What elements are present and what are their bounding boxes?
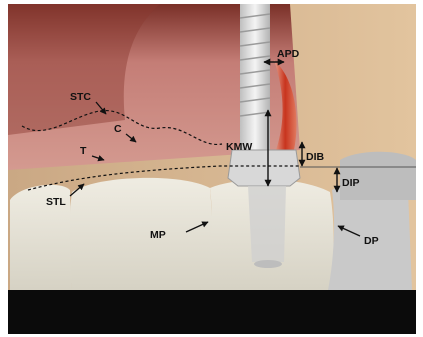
abutment-post xyxy=(248,186,286,262)
distal-tooth-upper xyxy=(340,152,416,200)
central-incisor xyxy=(70,178,212,290)
label-kmw: KMW xyxy=(226,141,252,153)
label-apd: APD xyxy=(277,48,300,60)
label-t: T xyxy=(80,145,87,157)
implant-fixture xyxy=(240,4,270,154)
label-mp: MP xyxy=(150,229,166,241)
label-dp: DP xyxy=(364,235,379,247)
label-stc: STC xyxy=(70,91,91,103)
abutment-tip xyxy=(254,260,282,268)
label-dib: DIB xyxy=(306,151,325,163)
label-c: C xyxy=(114,123,122,135)
dark-base xyxy=(8,290,416,334)
abutment-collar xyxy=(228,150,300,186)
label-dip: DIP xyxy=(342,177,360,189)
label-stl: STL xyxy=(46,196,66,208)
